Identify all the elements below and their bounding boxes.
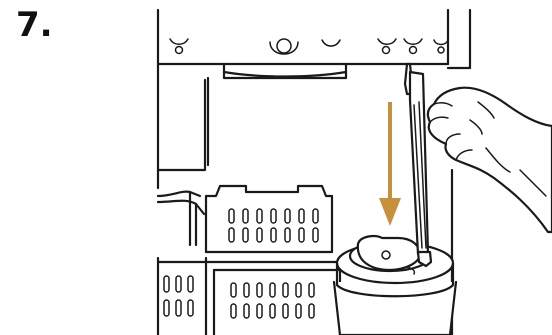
steam-wand-icon [405, 64, 431, 266]
control-knob-icons [170, 39, 448, 54]
upper-drip-tray [206, 186, 332, 252]
machine-body-left [158, 64, 208, 245]
milk-frother-jug-icon [334, 236, 456, 335]
drip-tray-slots-lower [231, 283, 314, 318]
machine-base [158, 258, 345, 335]
hand-icon [428, 88, 552, 232]
down-arrow-icon [379, 102, 401, 226]
control-panel [158, 10, 470, 78]
side-vent-slots [164, 276, 193, 316]
